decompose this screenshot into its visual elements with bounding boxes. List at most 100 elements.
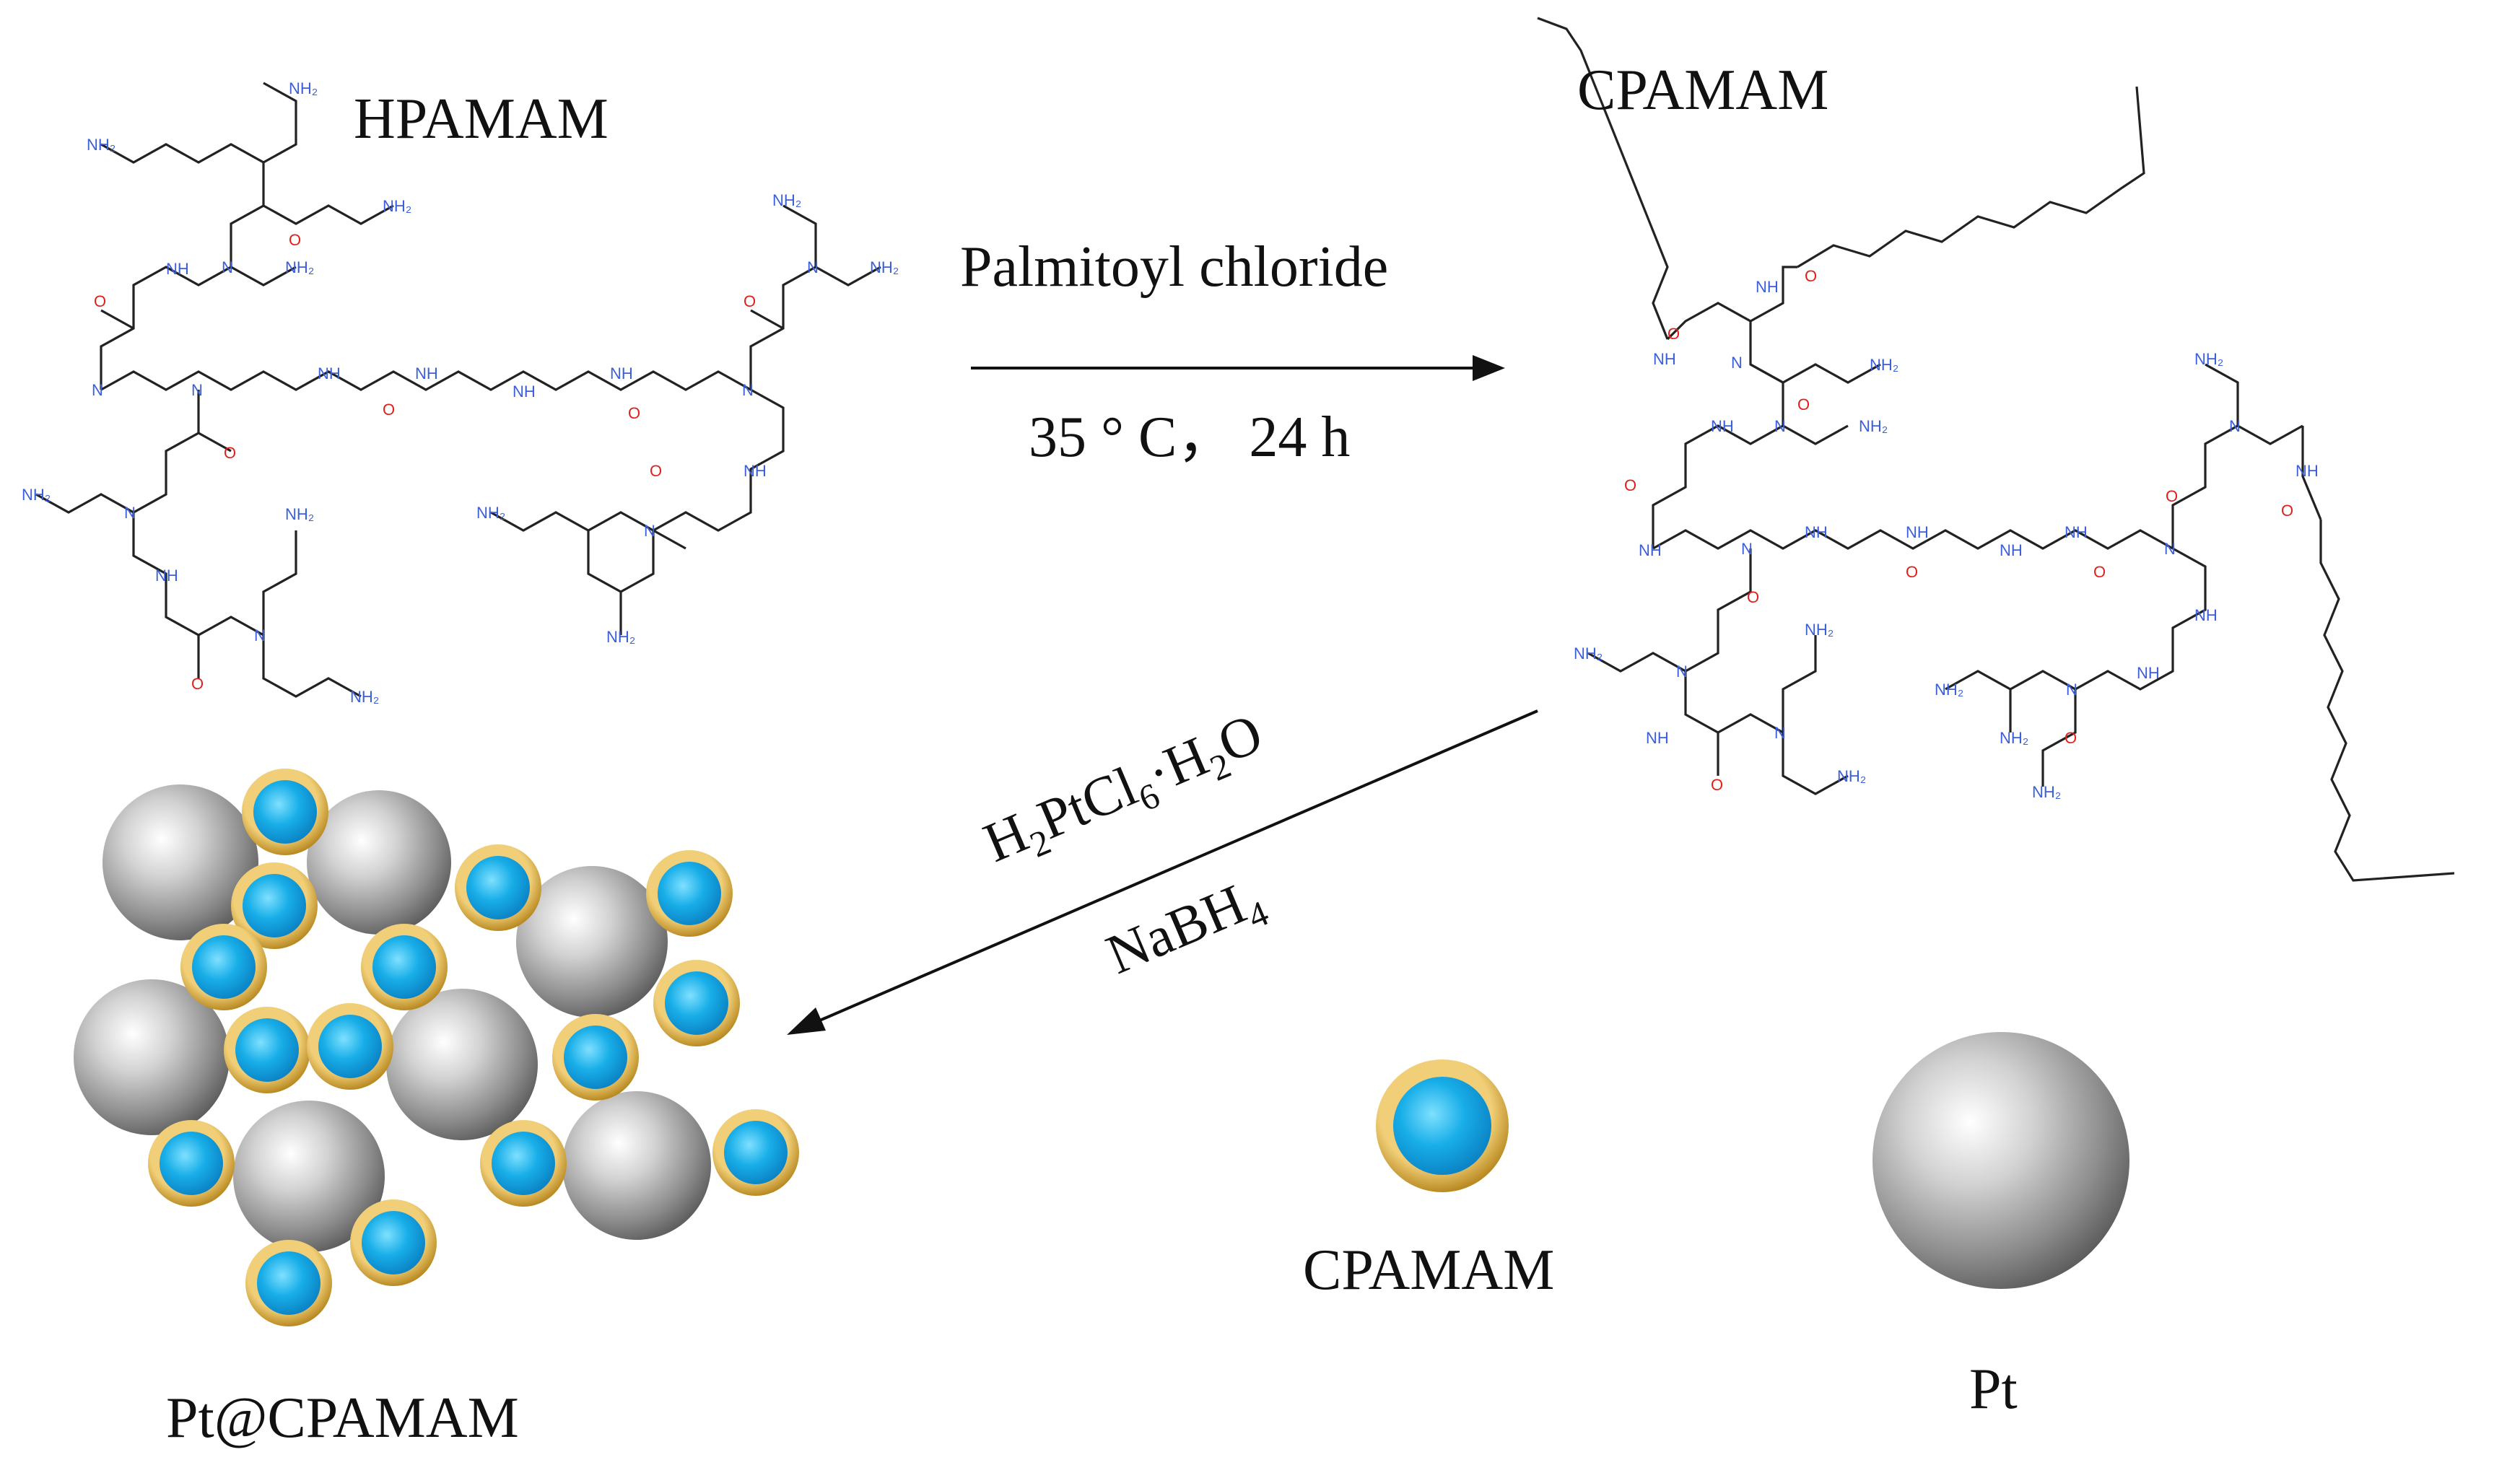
cpamam-particle: [653, 960, 740, 1046]
hpamam-n-1: N: [92, 381, 103, 399]
cpamam-particle: [245, 1240, 332, 1326]
cpamam-particle: [646, 850, 733, 937]
cpamam-n-5: N: [1676, 663, 1688, 681]
hpamam-nh2-6: NH₂: [350, 688, 379, 706]
conditions-label: 35 ° C， 24 h: [1029, 406, 1351, 469]
cpamam-nh2-8: NH₂: [2000, 729, 2028, 747]
hpamam-nh2-11: NH₂: [606, 628, 635, 646]
hpamam-nh2-4: NH₂: [87, 136, 115, 154]
cpamam-n-3: N: [1741, 540, 1753, 558]
legend-pt-label: Pt: [1969, 1357, 2018, 1421]
hpamam-nh2-9: NH₂: [772, 191, 801, 209]
hpamam-o-3: O: [383, 401, 395, 419]
hpamam-nh-7: NH: [744, 462, 767, 480]
cpamam-o-4: O: [1624, 476, 1636, 494]
hpamam-nh2-2: NH₂: [383, 197, 411, 215]
cpamam-particle: [552, 1014, 639, 1101]
legend-cpamam-label: CPAMAM: [1303, 1238, 1555, 1302]
pt-sphere: [103, 784, 258, 940]
cpamam-n-2: N: [1774, 417, 1786, 435]
hpamam-atoms: N N N N N N N N NH NH NH NH NH NH NH NH₂…: [22, 79, 899, 706]
cpamam-o-6: O: [2093, 563, 2106, 581]
hpamam-n-6: N: [254, 626, 266, 644]
hpamam-o-7: O: [744, 292, 756, 310]
cpamam-n-1: N: [1731, 354, 1743, 372]
arrowhead-2: [787, 1007, 826, 1035]
cpamam-particle: [455, 844, 541, 931]
cpamam-particle: [148, 1120, 235, 1207]
hpamam-nh2-3: NH₂: [289, 79, 318, 97]
cpamam-particle: [224, 1007, 310, 1093]
cpamam-nh-12: NH: [2137, 664, 2160, 682]
hpamam-nh2-10: NH₂: [476, 504, 505, 522]
cpamam-o-11: O: [2065, 729, 2077, 747]
pt-sphere: [516, 866, 668, 1018]
pt-sphere: [307, 790, 451, 935]
hpamam-structure: [35, 82, 881, 698]
cpamam-n-4: N: [2164, 540, 2176, 558]
cpamam-o-9: O: [2281, 502, 2293, 520]
pt-sphere: [562, 1091, 711, 1240]
hpamam-o-4: O: [628, 404, 640, 422]
cpamam-particle: [231, 862, 318, 949]
cpamam-nh-9: NH: [1646, 729, 1669, 747]
cpamam-o-8: O: [1711, 776, 1723, 794]
cpamam-particle: [307, 1003, 393, 1090]
cpamam-nh2-6: NH₂: [2194, 350, 2223, 368]
hpamam-n-2: N: [191, 381, 203, 399]
reaction-arrow-2: [801, 709, 1538, 1030]
cpamam-nh2-4: NH₂: [1837, 767, 1866, 785]
cpamam-nh2-1: NH₂: [1859, 417, 1888, 435]
cpamam-particle: [361, 924, 448, 1010]
cpamam-particle: [180, 924, 267, 1010]
cpamam-nh2-3: NH₂: [1574, 644, 1603, 663]
hpamam-label: HPAMAM: [354, 87, 609, 151]
hpamam-o-2: O: [224, 444, 236, 462]
cpamam-nh-5: NH: [1805, 523, 1828, 541]
cpamam-atoms: NH N NH O O N NH₂ NH₂ O NH O NH N NH NH …: [1574, 267, 2319, 801]
cpamam-particle: [480, 1120, 567, 1207]
hpamam-nh2-7: NH₂: [285, 505, 314, 523]
hpamam-o-5: O: [289, 231, 301, 249]
hpamam-nh-3: NH: [513, 382, 536, 401]
product-label: Pt@CPAMAM: [166, 1386, 519, 1450]
legend-pt-sphere: [1872, 1032, 2129, 1289]
hpamam-o-1: O: [94, 292, 106, 310]
cpamam-nh-10: NH: [2296, 462, 2319, 480]
arrowhead-1: [1473, 355, 1505, 381]
hpamam-nh-1: NH: [318, 364, 341, 382]
cpamam-nh-2: NH: [1756, 278, 1779, 296]
cpamam-nh-7: NH: [2000, 541, 2023, 559]
hpamam-nh2-8: NH₂: [870, 258, 899, 276]
pt-cpamam-cluster: [74, 769, 799, 1326]
cpamam-nh2-5: NH₂: [1805, 621, 1834, 639]
cpamam-o-3: O: [1797, 395, 1810, 414]
hpamam-n-7: N: [807, 258, 819, 276]
reagent-label: Palmitoyl chloride: [960, 235, 1389, 299]
cpamam-nh-11: NH: [2194, 606, 2218, 624]
cpamam-o-10: O: [2166, 487, 2178, 505]
cpamam-nh-8: NH: [2065, 523, 2088, 541]
hpamam-n-5: N: [124, 504, 136, 522]
cpamam-nh-4: NH: [1639, 541, 1662, 559]
cpamam-nh2-7: NH₂: [1935, 681, 1963, 699]
hpamam-nh2-5: NH₂: [22, 486, 51, 504]
cpamam-o-7: O: [1747, 588, 1759, 606]
cpamam-n-8: N: [2066, 681, 2078, 699]
hpamam-nh2-1: NH₂: [285, 258, 314, 276]
cpamam-particle: [712, 1109, 799, 1196]
cpamam-structure-label: CPAMAM: [1577, 58, 1829, 122]
cpamam-n-7: N: [2229, 417, 2241, 435]
hpamam-n-4: N: [222, 258, 233, 276]
hpamam-nh-6: NH: [155, 567, 178, 585]
cpamam-n-6: N: [1774, 724, 1786, 742]
cpamam-nh2-9: NH₂: [2032, 783, 2061, 801]
pt-sphere: [386, 989, 538, 1140]
pt-sphere: [233, 1101, 385, 1252]
hpamam-n-3: N: [742, 381, 754, 399]
cpamam-o-2: O: [1805, 267, 1817, 285]
cpamam-particle: [242, 769, 328, 855]
hpamam-nh-5: NH: [166, 260, 189, 278]
cpamam-nh-1: NH: [1653, 350, 1676, 368]
